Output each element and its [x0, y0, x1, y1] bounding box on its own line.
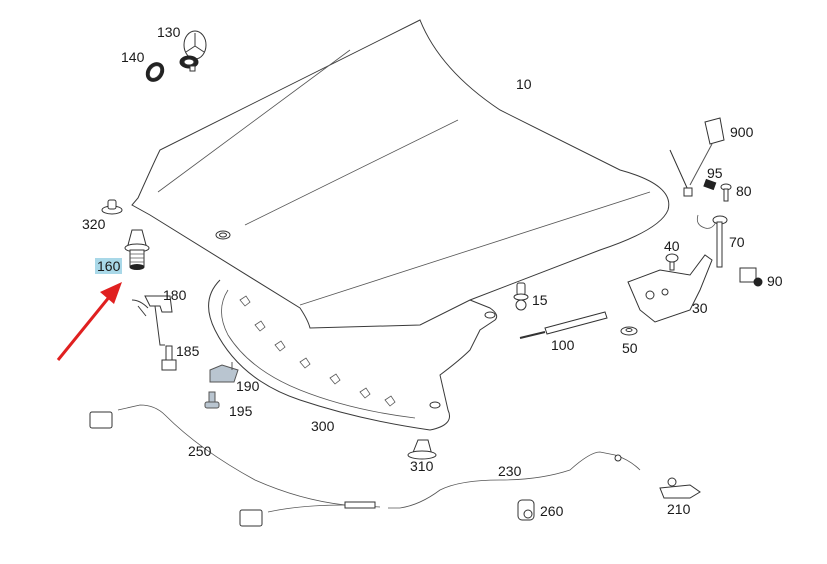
part-label-320[interactable]: 320 — [82, 216, 106, 232]
part-label-70[interactable]: 70 — [729, 234, 745, 250]
nut-part-50[interactable] — [620, 326, 638, 336]
emblem-part-130[interactable] — [179, 30, 207, 72]
bolt-part-80[interactable] — [720, 183, 732, 202]
part-label-190[interactable]: 190 — [236, 378, 260, 394]
part-label-185[interactable]: 185 — [176, 343, 200, 359]
part-label-50[interactable]: 50 — [622, 340, 638, 356]
hood-part-10[interactable] — [131, 19, 670, 329]
part-label-100[interactable]: 100 — [551, 337, 575, 353]
clip-part-90[interactable] — [739, 267, 763, 287]
part-label-260[interactable]: 260 — [540, 503, 564, 519]
clip-part-310[interactable] — [407, 439, 437, 460]
part-label-15[interactable]: 15 — [532, 292, 548, 308]
seal-part-140[interactable] — [143, 59, 168, 85]
bolt-part-40[interactable] — [665, 253, 679, 271]
part-label-140[interactable]: 140 — [121, 49, 145, 65]
pin-part-70[interactable] — [696, 214, 728, 268]
part-label-80[interactable]: 80 — [736, 183, 752, 199]
part-label-30[interactable]: 30 — [692, 300, 708, 316]
part-label-250[interactable]: 250 — [188, 443, 212, 459]
part-label-95[interactable]: 95 — [707, 165, 723, 181]
part-label-180[interactable]: 180 — [163, 287, 187, 303]
highlight-arrow — [56, 282, 122, 361]
screw-part-185[interactable] — [161, 345, 177, 371]
part-label-900[interactable]: 900 — [730, 124, 754, 140]
stud-part-15[interactable] — [513, 282, 529, 311]
part-label-90[interactable]: 90 — [767, 273, 783, 289]
stop-part-320[interactable] — [101, 199, 123, 215]
part-label-160-highlighted[interactable]: 160 — [95, 258, 123, 274]
tag-part-900[interactable] — [669, 117, 725, 197]
part-label-195[interactable]: 195 — [229, 403, 253, 419]
part-label-10[interactable]: 10 — [516, 76, 532, 92]
clip-part-95[interactable] — [703, 178, 717, 191]
buffer-part-160[interactable] — [124, 229, 150, 270]
part-label-130[interactable]: 130 — [157, 24, 181, 40]
part-label-210[interactable]: 210 — [667, 501, 691, 517]
seal-part-300[interactable] — [208, 279, 498, 431]
part-label-300[interactable]: 300 — [311, 418, 335, 434]
part-label-310[interactable]: 310 — [410, 458, 434, 474]
clip-part-260[interactable] — [517, 499, 535, 521]
part-label-230[interactable]: 230 — [498, 463, 522, 479]
hinge-part-30[interactable] — [627, 254, 713, 323]
part-label-40[interactable]: 40 — [664, 238, 680, 254]
bolt-part-195[interactable] — [204, 391, 220, 409]
strut-part-100[interactable] — [519, 311, 608, 339]
plate-part-190[interactable] — [209, 362, 239, 383]
cable-part-230[interactable] — [388, 451, 641, 509]
cable-part-250[interactable] — [89, 404, 381, 527]
bracket-part-180[interactable] — [131, 295, 173, 346]
handle-part-210[interactable] — [659, 477, 701, 499]
